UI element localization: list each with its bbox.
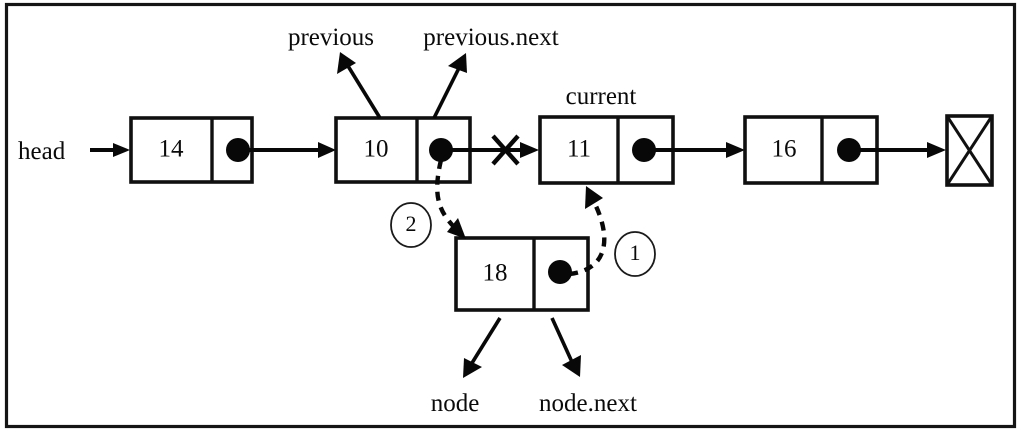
step-circle-1: 1	[614, 231, 656, 277]
node-label-arrow	[463, 317, 502, 378]
previous-next-label-arrow	[432, 53, 467, 119]
step-2-number: 2	[406, 211, 417, 236]
broken-link-10-to-11	[441, 134, 539, 166]
step-2-arrow	[435, 159, 466, 239]
step-1-arrow	[568, 186, 607, 277]
node-18-next-dot	[548, 260, 572, 284]
node-label: node	[431, 390, 480, 417]
previous-next-label: previous.next	[423, 24, 558, 51]
step-1-number: 1	[630, 240, 641, 265]
previous-label: previous	[288, 24, 374, 51]
node-next-label-arrow	[550, 317, 581, 377]
node-10-value: 10	[364, 136, 389, 163]
node-14: 14	[129, 116, 254, 184]
node-next-label: node.next	[539, 390, 637, 417]
node-18-value: 18	[483, 260, 508, 287]
step-circle-2: 2	[390, 202, 432, 248]
node-14-value: 14	[159, 136, 185, 163]
link-16-to-null	[849, 142, 946, 158]
node-16-value: 16	[772, 136, 797, 163]
node-16: 16	[743, 115, 879, 185]
link-14-to-10	[238, 142, 336, 158]
node-11-value: 11	[567, 136, 591, 163]
head-label: head	[18, 138, 66, 165]
x-mark-icon	[491, 134, 520, 166]
head-arrow	[90, 143, 130, 157]
current-label: current	[566, 83, 637, 110]
node-18: 18	[454, 236, 590, 312]
previous-label-arrow	[337, 52, 382, 119]
figure-border	[4, 2, 1017, 429]
link-11-to-16	[644, 142, 745, 158]
null-terminator-box	[945, 114, 994, 187]
